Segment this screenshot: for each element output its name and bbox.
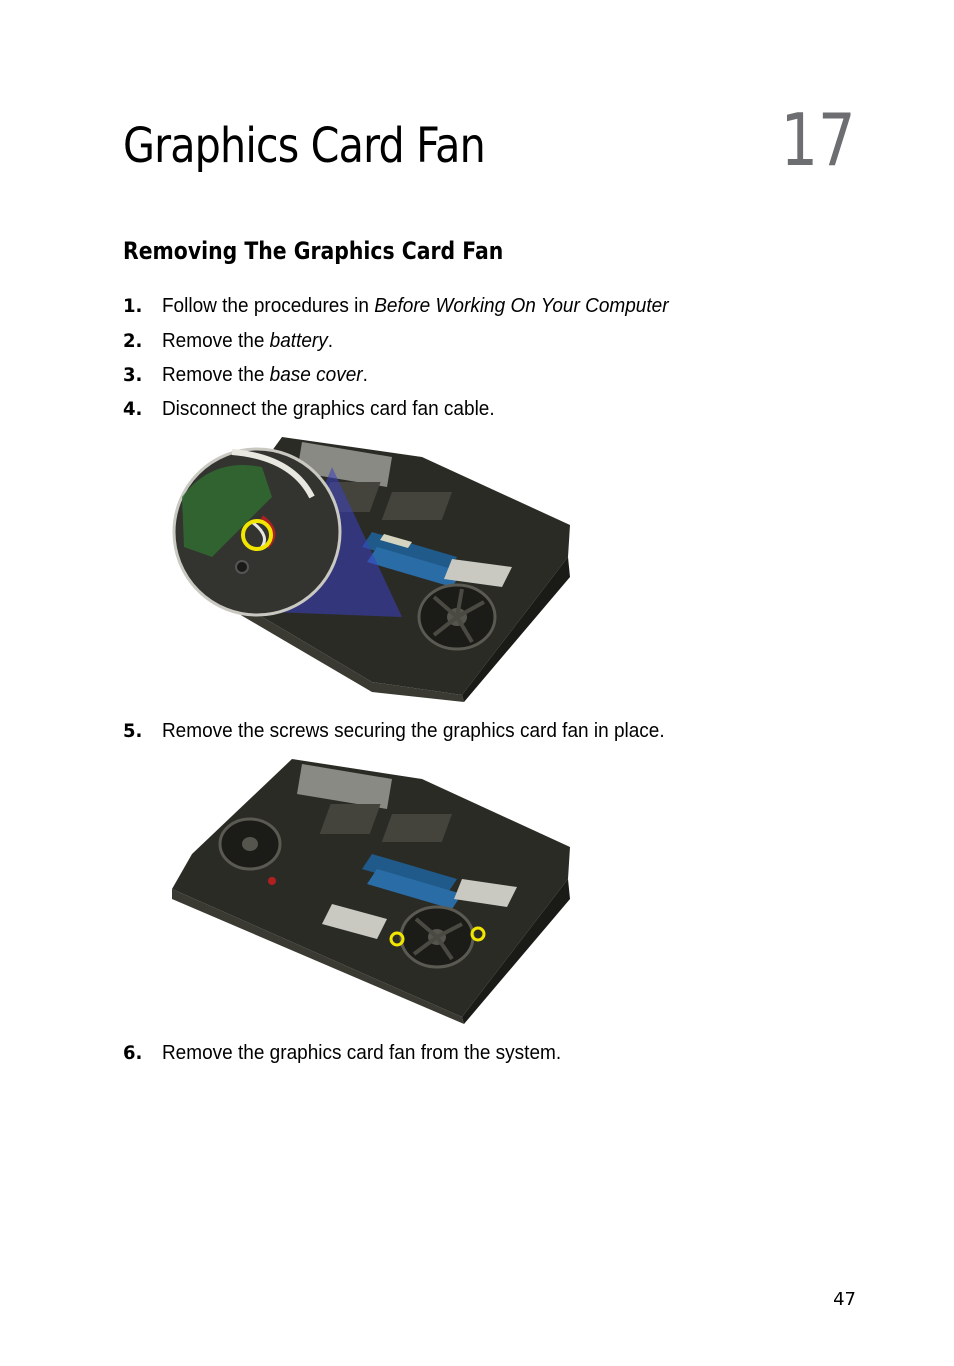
section-title: Removing The Graphics Card Fan — [123, 237, 504, 265]
laptop-chassis — [172, 759, 570, 1017]
step-number: 1. — [123, 295, 143, 317]
base-cover-link[interactable]: base cover — [269, 364, 363, 386]
fan-screws-figure — [172, 759, 570, 1024]
zoom-circle — [172, 447, 342, 617]
vent-grid — [319, 804, 452, 842]
step-text: Remove the — [161, 364, 270, 386]
step-2: 2. Remove the battery. — [123, 330, 333, 353]
step-number: 4. — [123, 398, 143, 420]
step-text: Follow the procedures in — [161, 295, 375, 317]
step-number: 6. — [123, 1042, 143, 1064]
mini-card — [322, 904, 387, 939]
laptop-edge — [462, 557, 570, 702]
graphics-card-fan — [417, 583, 497, 651]
chapter-title: Graphics Card Fan — [123, 118, 486, 174]
step-6: 6. Remove the graphics card fan from the … — [123, 1042, 561, 1065]
step-text: Remove the graphics card fan from the sy… — [161, 1042, 562, 1064]
step-text: Remove the screws securing the graphics … — [161, 720, 665, 742]
optical-drive — [297, 764, 392, 809]
step-number: 2. — [123, 330, 143, 352]
battery-link[interactable]: battery — [269, 330, 328, 352]
optical-drive — [297, 442, 392, 487]
page-number: 47 — [833, 1289, 856, 1310]
step-number: 3. — [123, 364, 143, 386]
step-1: 1. Follow the procedures in Before Workin… — [123, 295, 669, 318]
step-5: 5. Remove the screws securing the graphic… — [123, 720, 665, 743]
step-text: Remove the — [161, 330, 270, 352]
memory-modules — [362, 854, 462, 909]
chapter-number: 17 — [780, 98, 856, 182]
wireless-card — [454, 879, 517, 907]
step-3: 3. Remove the base cover. — [123, 364, 368, 387]
screw-highlight-ring — [389, 931, 405, 947]
memory-modules — [362, 532, 462, 587]
step-suffix: . — [362, 364, 368, 386]
screw-highlight-ring — [470, 926, 486, 942]
laptop-edge — [462, 879, 570, 1024]
cpu-fan — [218, 817, 282, 871]
step-suffix: . — [327, 330, 334, 352]
cable-highlight-ring — [241, 519, 273, 551]
fan-cable-figure — [172, 437, 570, 702]
step-number: 5. — [123, 720, 143, 742]
before-working-link[interactable]: Before Working On Your Computer — [374, 295, 669, 317]
step-4: 4. Disconnect the graphics card fan cable… — [123, 398, 495, 421]
laptop-front-edge — [172, 889, 464, 1024]
step-text: Disconnect the graphics card fan cable. — [161, 398, 495, 420]
red-marker — [268, 877, 276, 885]
wireless-card — [444, 559, 512, 587]
graphics-card-fan — [399, 905, 475, 969]
